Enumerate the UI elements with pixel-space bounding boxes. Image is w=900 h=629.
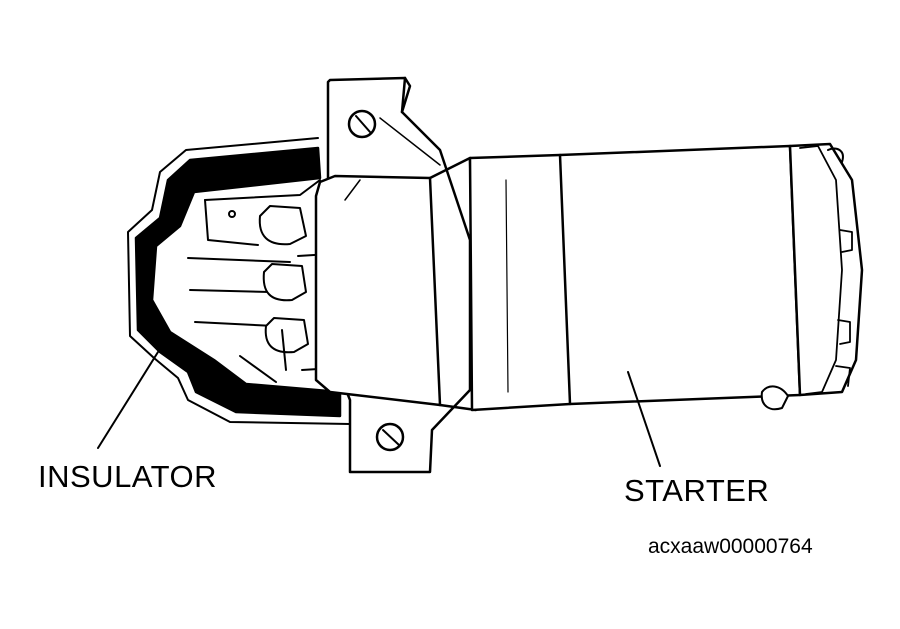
starter-leader	[627, 371, 661, 467]
figure-code: acxaaw00000764	[648, 535, 813, 558]
rear-end-cover	[760, 142, 864, 411]
motor-yoke	[468, 144, 802, 412]
solenoid-terminals	[187, 179, 335, 383]
leader-lines	[97, 351, 661, 467]
insulator-boot	[127, 137, 351, 425]
lower-bolt-hole	[375, 422, 405, 452]
upper-bolt-hole	[347, 109, 377, 139]
starter-label: STARTER	[624, 473, 770, 508]
insulator-label: INSULATOR	[38, 459, 218, 494]
insulator-leader	[97, 351, 159, 449]
